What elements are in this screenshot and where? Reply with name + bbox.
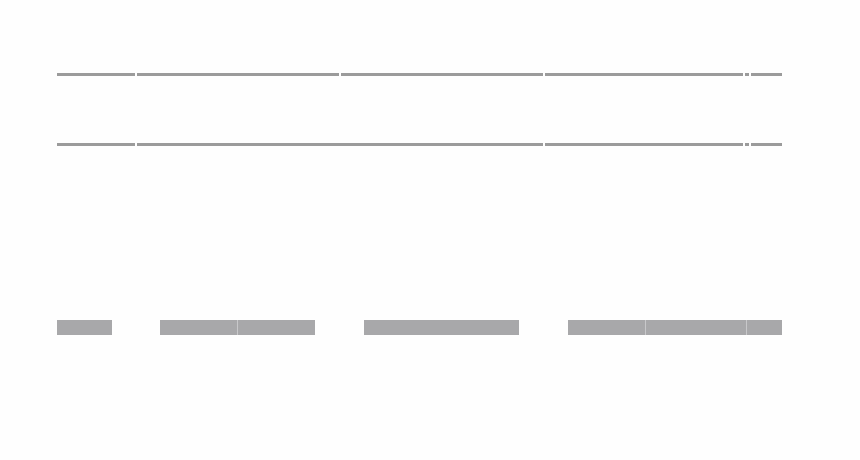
table-top-rule — [57, 73, 782, 76]
cell-placeholder-5 — [568, 320, 645, 335]
table-header-rule — [57, 143, 782, 146]
cell-placeholder-2 — [160, 320, 237, 335]
table-row-skeleton — [57, 320, 782, 335]
cell-placeholder-3 — [238, 320, 315, 335]
cell-placeholder-7 — [747, 320, 782, 335]
cell-placeholder-4 — [364, 320, 519, 335]
cell-placeholder-6 — [646, 320, 746, 335]
cell-placeholder-1 — [57, 320, 112, 335]
